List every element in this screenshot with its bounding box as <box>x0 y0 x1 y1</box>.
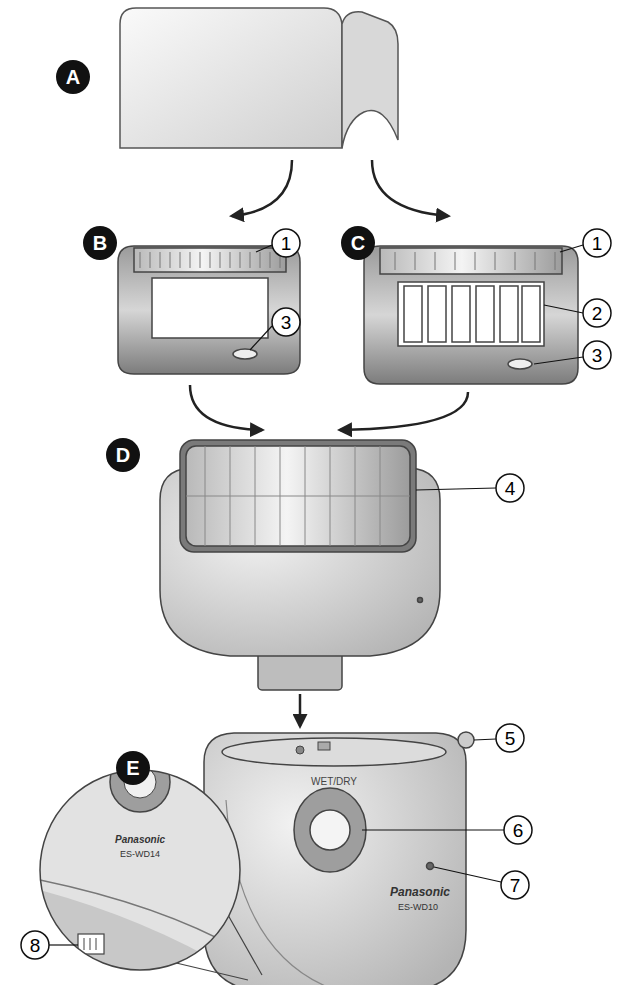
callout-number: 3 <box>281 313 292 332</box>
callout-number: 1 <box>592 234 603 253</box>
part-letter: A <box>66 67 80 87</box>
callout-number: 3 <box>592 346 603 365</box>
callout-number: 1 <box>281 234 292 253</box>
callout-number: 7 <box>510 876 521 895</box>
brand-name: Panasonic <box>115 835 165 845</box>
part-letter: B <box>93 233 107 253</box>
callout-number: 5 <box>505 729 516 748</box>
callout-number: 2 <box>592 304 603 323</box>
callout-number: 8 <box>30 936 41 955</box>
callout-circles <box>21 229 611 959</box>
main-body <box>204 732 474 985</box>
letter-badges <box>56 60 375 785</box>
callout-number: 4 <box>505 479 516 498</box>
attachment-b <box>118 246 300 374</box>
part-letter: C <box>351 233 365 253</box>
model-number: ES-WD10 <box>398 903 438 912</box>
leader-lines <box>49 245 583 945</box>
attachment-c <box>364 246 578 384</box>
epilation-head <box>160 440 440 690</box>
model-number: ES-WD14 <box>120 850 160 859</box>
bottom-inset <box>40 752 262 980</box>
mode-marking: WET/DRY <box>311 777 357 787</box>
cap-cover <box>120 8 398 148</box>
brand-name: Panasonic <box>390 886 450 898</box>
part-letter: E <box>126 758 139 778</box>
callout-number: 6 <box>513 821 524 840</box>
part-letter: D <box>116 445 130 465</box>
